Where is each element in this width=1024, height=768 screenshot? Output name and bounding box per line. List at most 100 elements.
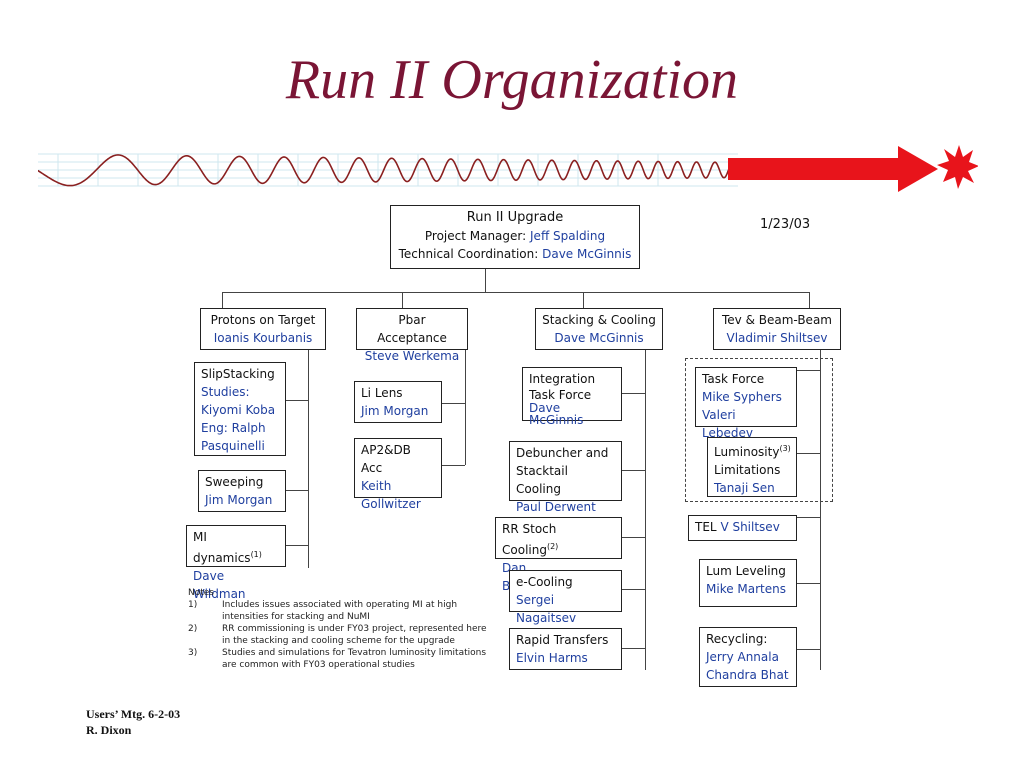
- int-name: Dave McGinnis: [529, 401, 584, 427]
- note-line: in the stacking and cooling scheme for t…: [222, 636, 455, 646]
- ecooling-box: e-Cooling Sergei Nagaitsev: [509, 570, 622, 625]
- lum-l2: Limitations: [714, 463, 781, 477]
- lum-leveling-box: Lum Leveling Mike Martens: [699, 559, 797, 607]
- slip-l3: Kiyomi Koba: [201, 403, 276, 417]
- starburst-icon: [937, 145, 978, 189]
- note-line: are common with FY03 operational studies: [222, 660, 415, 670]
- mi-name: Dave Wildman: [193, 569, 246, 601]
- slip-l2: Studies:: [201, 385, 250, 399]
- sweeping-title: Sweeping: [205, 475, 264, 489]
- slide-footer: Users’ Mtg. 6-2-03 R. Dixon: [86, 706, 180, 738]
- lev-name: Mike Martens: [706, 582, 786, 596]
- run2-upgrade-box: Run II Upgrade Project Manager: Jeff Spa…: [390, 205, 640, 269]
- integration-box: Integration Task Force Dave McGinnis: [522, 367, 622, 426]
- footer-line1: Users’ Mtg. 6-2-03: [86, 707, 181, 721]
- task-force-box: Task Force Mike Syphers Valeri Lebedev: [695, 367, 797, 440]
- chart-date: 1/23/03: [760, 217, 811, 232]
- lilens-name: Jim Morgan: [361, 404, 429, 418]
- tel-box: TEL V Shiltsev: [688, 515, 797, 541]
- lum-sup: (3): [779, 444, 791, 453]
- notes: Notes 1) Includes issues associated with …: [188, 587, 498, 671]
- rr-stoch-box: RR Stoch Cooling(2) Dan Broemmelsiek: [495, 517, 622, 593]
- branch-stacking: Stacking & Cooling Dave McGinnis: [535, 308, 663, 350]
- slide-title: Run II Organization: [285, 49, 739, 111]
- lev-title: Lum Leveling: [706, 564, 786, 578]
- footer-line2: R. Dixon: [86, 723, 132, 737]
- deb-l2: Stacktail Cooling: [516, 464, 568, 496]
- ecool-name: Sergei Nagaitsev: [516, 593, 577, 625]
- lum-name: Tanaji Sen: [714, 481, 775, 495]
- sweeping-name: Jim Morgan: [205, 493, 273, 507]
- luminosity-box: Luminosity(3) Limitations Tanaji Sen: [707, 437, 797, 497]
- deb-name: Paul Derwent: [516, 500, 596, 514]
- ecool-title: e-Cooling: [516, 575, 573, 589]
- note-item: 2) RR commissioning is under FY03 project…: [188, 623, 498, 647]
- debuncher-box: Debuncher and Stacktail Cooling Paul Der…: [509, 441, 622, 514]
- lum-l1: Luminosity: [714, 445, 780, 459]
- branch-tev-lead: Vladimir Shiltsev: [726, 331, 828, 345]
- tel-title: TEL: [695, 520, 717, 534]
- ap2-title: AP2&DB Acc: [361, 443, 411, 475]
- notes-heading: Notes: [188, 588, 214, 598]
- branch-tev-title: Tev & Beam-Beam: [722, 313, 832, 327]
- note-line: intensities for stacking and NuMI: [222, 612, 370, 622]
- branch-pbar: Pbar Acceptance Steve Werkema: [356, 308, 468, 363]
- slip-l1: SlipStacking: [201, 367, 275, 381]
- wave-line: [38, 154, 739, 187]
- mi-title: MI dynamics: [193, 530, 251, 565]
- branch-stacking-lead: Dave McGinnis: [554, 331, 644, 345]
- note-line: Includes issues associated with operatin…: [222, 600, 458, 610]
- note-num: 3): [188, 648, 198, 658]
- rec-title: Recycling:: [706, 632, 768, 646]
- rapid-name: Elvin Harms: [516, 651, 588, 665]
- rec-name1: Jerry Annala: [706, 650, 779, 664]
- branch-pbar-title: Pbar Acceptance: [377, 313, 447, 345]
- top-box-title: Run II Upgrade: [466, 210, 564, 225]
- mi-sup: (1): [250, 550, 262, 559]
- branch-protons-lead: Ioanis Kourbanis: [213, 331, 313, 345]
- tev-dashed-group: [685, 358, 833, 502]
- note-num: 1): [188, 600, 198, 610]
- rapid-title: Rapid Transfers: [516, 633, 609, 647]
- branch-protons-title: Protons on Target: [210, 313, 316, 327]
- li-lens-box: Li Lens Jim Morgan: [354, 381, 442, 423]
- branch-protons: Protons on Target Ioanis Kourbanis: [200, 308, 326, 350]
- rec-name2: Chandra Bhat: [706, 668, 789, 682]
- tc-name: Dave McGinnis: [542, 247, 632, 261]
- rr-sup: (2): [546, 542, 559, 551]
- tf-name1: Mike Syphers: [702, 390, 782, 404]
- int-l1: Integration: [529, 372, 596, 386]
- org-chart: Run II Upgrade Project Manager: Jeff Spa…: [180, 195, 850, 700]
- note-item: 1) Includes issues associated with operat…: [188, 599, 498, 623]
- mi-dynamics-box: MI dynamics(1) Dave Wildman: [186, 525, 286, 601]
- branch-pbar-lead: Steve Werkema: [364, 349, 460, 363]
- branch-stacking-title: Stacking & Cooling: [542, 313, 656, 327]
- tf-title: Task Force: [702, 372, 765, 386]
- pm-name: Jeff Spalding: [530, 229, 606, 243]
- tc-label: Technical Coordination:: [398, 247, 539, 261]
- ap2-name1: Keith: [361, 479, 392, 493]
- wave-arrow-banner: [38, 145, 978, 192]
- ap2-box: AP2&DB Acc Keith Gollwitzer: [354, 438, 442, 511]
- note-line: Studies and simulations for Tevatron lum…: [222, 648, 487, 658]
- tel-name: V Shiltsev: [720, 520, 780, 534]
- rapid-transfers-box: Rapid Transfers Elvin Harms: [509, 628, 622, 670]
- arrow-shaft: [728, 158, 903, 180]
- rr-title: RR Stoch Cooling: [502, 522, 557, 557]
- slip-l4: Eng: Ralph: [201, 421, 266, 435]
- pm-label: Project Manager:: [424, 229, 527, 243]
- note-num: 2): [188, 624, 198, 634]
- lilens-title: Li Lens: [361, 386, 403, 400]
- note-item: 3) Studies and simulations for Tevatron l…: [188, 647, 498, 671]
- tf-name2: Valeri Lebedev: [702, 408, 753, 440]
- arrow-head: [898, 146, 938, 192]
- note-line: RR commissioning is under FY03 project, …: [222, 624, 487, 634]
- slipstacking-box: SlipStacking Studies: Kiyomi Koba Eng: R…: [194, 362, 286, 456]
- sweeping-box: Sweeping Jim Morgan: [198, 470, 286, 512]
- recycling-box: Recycling: Jerry Annala Chandra Bhat: [699, 627, 797, 687]
- int-l2: Task Force: [529, 388, 592, 402]
- branch-tev: Tev & Beam-Beam Vladimir Shiltsev: [713, 308, 841, 350]
- ap2-name2: Gollwitzer: [361, 497, 421, 511]
- deb-l1: Debuncher and: [516, 446, 609, 460]
- slip-l5: Pasquinelli: [201, 439, 265, 453]
